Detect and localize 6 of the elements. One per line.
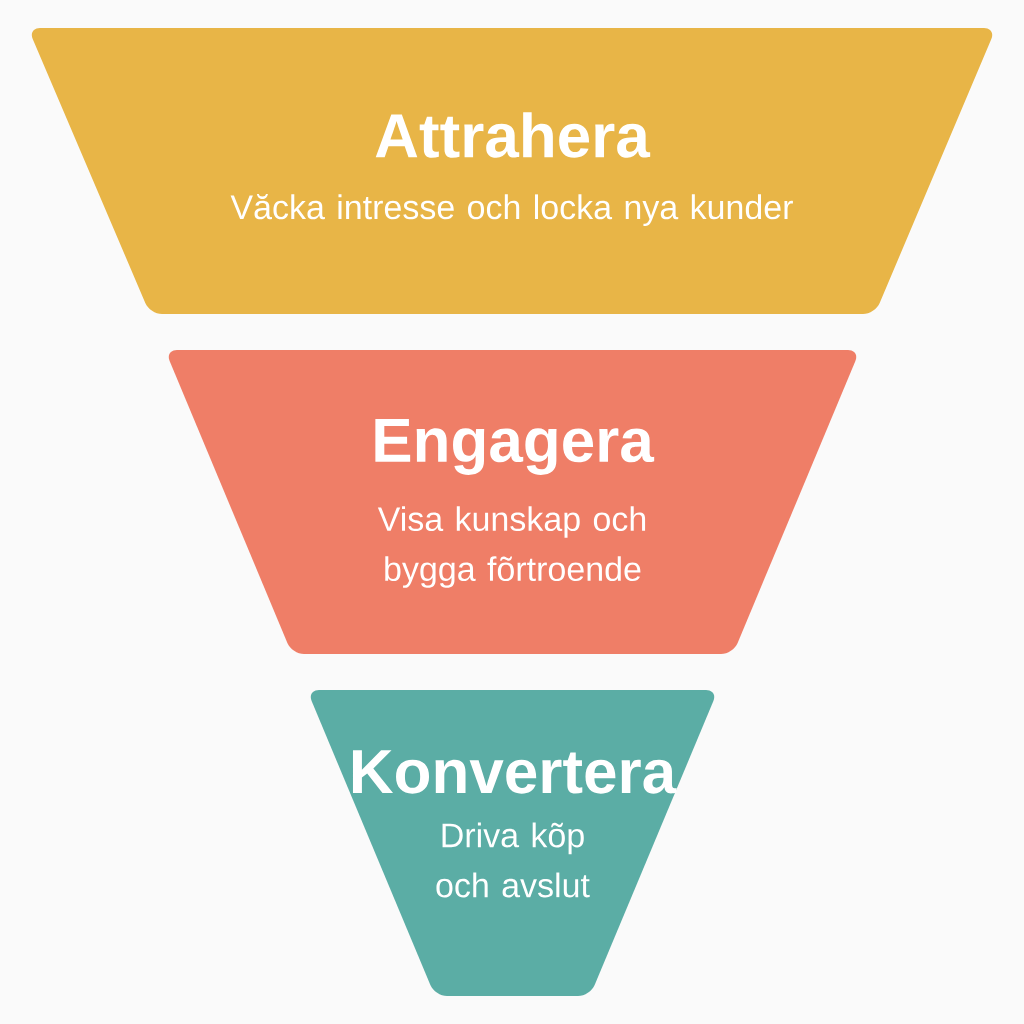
description: Văcka intresse och locka nya kunder (230, 193, 793, 227)
description: Visa kunskap och bygga fõrtroende (377, 506, 646, 588)
heading: Engagera (375, 419, 655, 475)
heading: Attrahera (375, 112, 651, 158)
description: Driva kõp och avslut (436, 822, 590, 898)
heading: Konvertera (352, 750, 677, 794)
